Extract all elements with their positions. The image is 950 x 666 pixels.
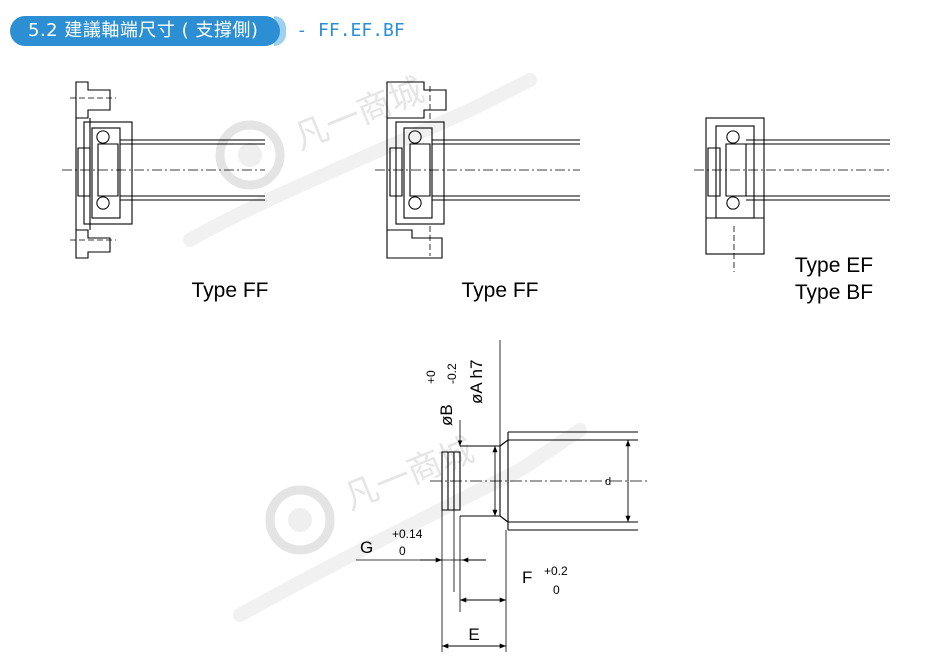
section-subtitle: - FF.EF.BF	[296, 20, 405, 41]
svg-text:+0: +0	[424, 370, 438, 384]
dim-F-tol-lower: 0	[553, 583, 560, 597]
fig2-label: Type FF	[461, 279, 538, 302]
fig3-label-line1: Type EF	[795, 254, 873, 277]
fig3-label-line2: Type BF	[795, 281, 873, 304]
dim-d-label: d	[605, 476, 611, 488]
svg-text:øA h7: øA h7	[467, 360, 486, 404]
figure-type-ff-2	[375, 81, 580, 259]
section-title: 5.2 建議軸端尺寸 ( 支撐側)	[10, 16, 281, 46]
dim-E-label: E	[468, 625, 479, 644]
dim-dA-label: øA h7	[467, 360, 486, 404]
dim-dB-tol-upper: +0	[424, 370, 438, 384]
svg-text:øB: øB	[437, 404, 456, 426]
figure-type-ef-bf	[694, 117, 890, 272]
dim-G-tol-lower: 0	[399, 544, 406, 558]
fig1-label: Type FF	[191, 279, 268, 302]
section-header: 5.2 建議軸端尺寸 ( 支撐側) - FF.EF.BF	[10, 16, 405, 46]
dim-F-tol-upper: +0.2	[544, 564, 568, 578]
dim-dB-tol-lower: -0.2	[445, 363, 459, 384]
dim-dB-label: øB	[437, 404, 456, 426]
svg-text:-0.2: -0.2	[445, 363, 459, 384]
shaft-end-detail	[356, 340, 650, 652]
watermark-top: 凡一商城	[183, 70, 537, 247]
dim-F-label: F	[522, 568, 532, 587]
figure-type-ff-1	[62, 81, 265, 259]
dim-G-label: G	[360, 538, 373, 557]
dim-G-tol-upper: +0.14	[392, 527, 423, 541]
